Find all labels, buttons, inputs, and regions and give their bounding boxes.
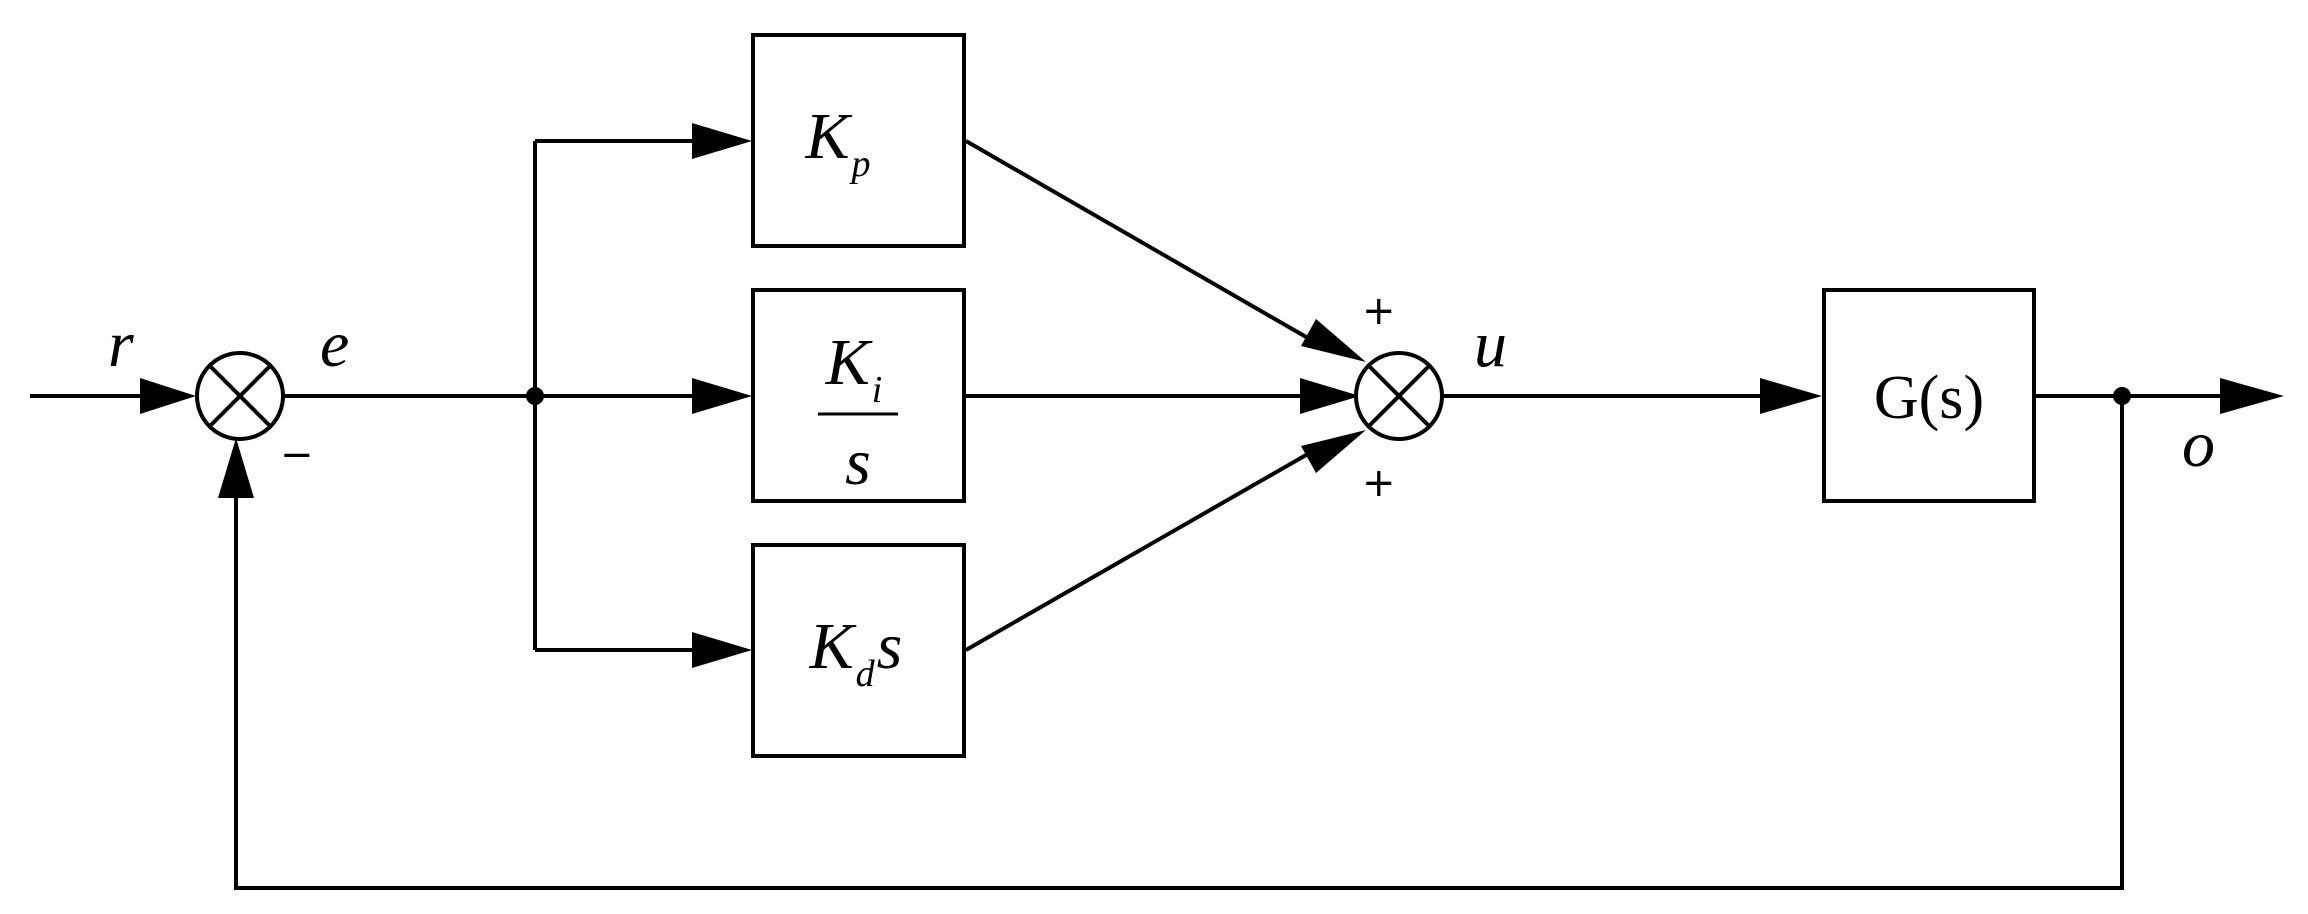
control-summing-junction bbox=[1354, 351, 1444, 441]
integral-block: Ki s bbox=[751, 288, 966, 503]
ki-input-arrowhead bbox=[692, 378, 752, 414]
feedback-wire bbox=[234, 396, 2124, 890]
reference-signal-label: r bbox=[108, 308, 134, 381]
control-signal-label: u bbox=[1474, 308, 1507, 381]
sum-top-sign-label: + bbox=[1362, 288, 1396, 334]
kd-input-arrowhead bbox=[692, 632, 752, 668]
ki-subscript-label: i bbox=[872, 369, 883, 411]
output-arrowhead bbox=[2220, 378, 2284, 414]
plant-input-arrowhead bbox=[1760, 378, 1822, 414]
kp-subscript-label: p bbox=[849, 143, 871, 185]
output-signal-label: o bbox=[2182, 408, 2215, 481]
svg-text:Kp: Kp bbox=[804, 100, 870, 185]
feedback-sign-label: − bbox=[280, 432, 314, 478]
output-branch-junction bbox=[2113, 387, 2131, 405]
ki-denominator-label: s bbox=[845, 426, 871, 499]
sum-bottom-arrowhead bbox=[1301, 430, 1366, 473]
kd-main-label: K bbox=[809, 610, 857, 683]
kp-input-arrowhead bbox=[692, 123, 752, 159]
arrowheads bbox=[140, 123, 2284, 668]
kd-subscript-label: d bbox=[856, 653, 876, 695]
sum-middle-arrowhead bbox=[1300, 378, 1360, 414]
sum-top-arrowhead bbox=[1301, 319, 1366, 362]
error-signal-label: e bbox=[320, 308, 349, 381]
ki-main-label: K bbox=[825, 326, 873, 399]
error-summing-junction bbox=[195, 351, 285, 441]
error-branch-junction bbox=[526, 387, 544, 405]
reference-arrowhead bbox=[140, 378, 196, 414]
svg-text:Ki: Ki bbox=[825, 326, 883, 411]
signal-wires bbox=[30, 139, 2230, 890]
feedback-arrowhead bbox=[218, 438, 254, 498]
derivative-block: Kds bbox=[751, 543, 966, 758]
kp-to-sum-wire bbox=[965, 139, 1321, 347]
proportional-block: Kp bbox=[751, 33, 966, 248]
kd-to-sum-wire bbox=[965, 445, 1321, 652]
plant-block: G(s) bbox=[1822, 288, 2036, 503]
kp-main-label: K bbox=[804, 100, 852, 173]
plant-label: G(s) bbox=[1874, 364, 1984, 432]
kd-suffix-label: s bbox=[877, 610, 903, 683]
svg-text:Kds: Kds bbox=[809, 610, 903, 695]
sum-bottom-sign-label: + bbox=[1362, 460, 1396, 506]
